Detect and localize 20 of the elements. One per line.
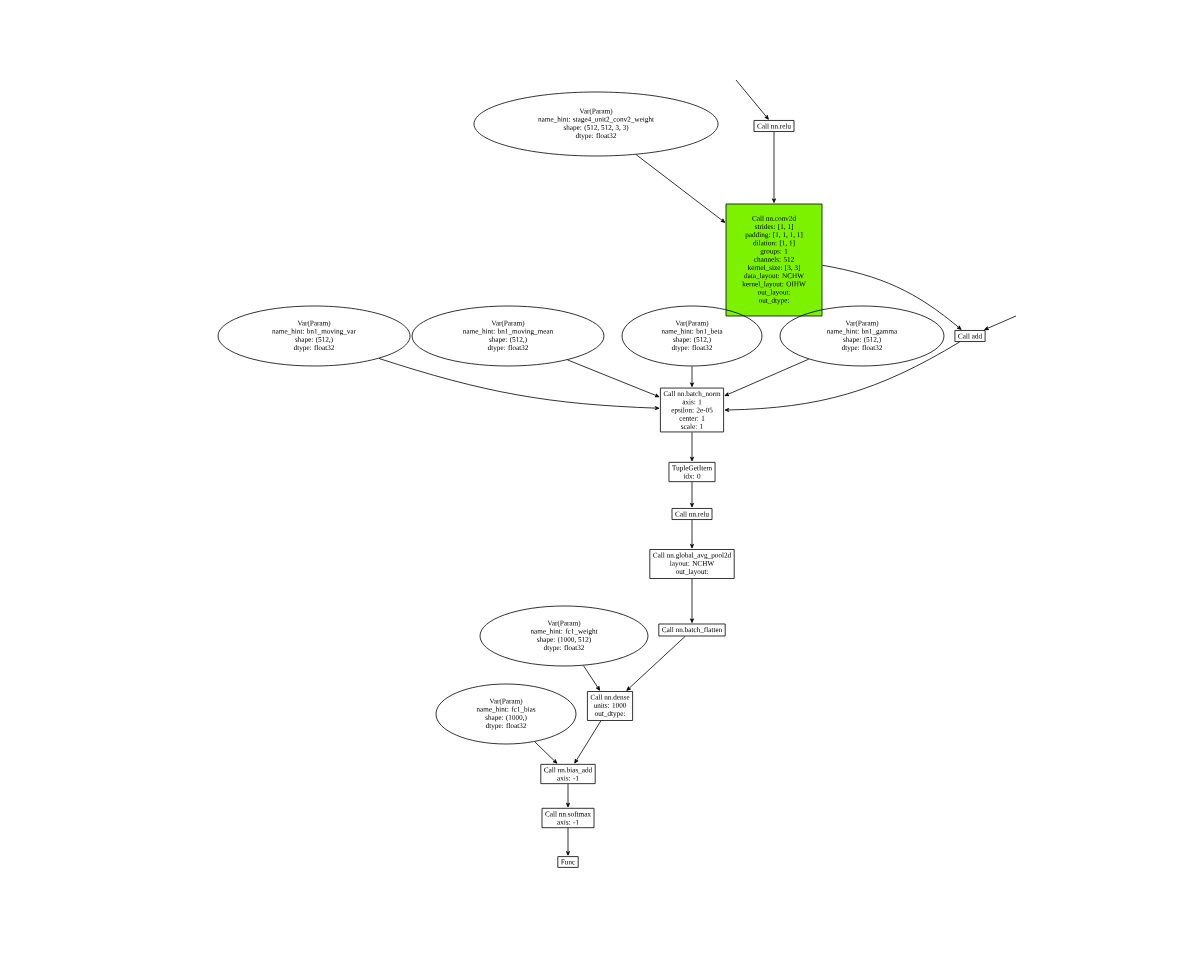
arrow [626, 636, 686, 691]
arrow [566, 783, 570, 808]
arrow [690, 431, 694, 462]
arrow [822, 264, 962, 330]
arrow [735, 79, 769, 120]
arrow [724, 358, 810, 397]
arrow [690, 366, 694, 387]
arrow [984, 315, 1017, 331]
arrow [534, 741, 558, 764]
arrow [378, 358, 660, 411]
arrow [690, 481, 694, 508]
arrow [635, 154, 726, 223]
arrow [690, 578, 694, 623]
arrow [574, 720, 602, 764]
arrow [690, 519, 694, 549]
arrow [724, 341, 961, 412]
arrow [566, 827, 570, 856]
arrow [772, 131, 776, 203]
arrow [583, 665, 601, 691]
arrow [567, 359, 660, 398]
